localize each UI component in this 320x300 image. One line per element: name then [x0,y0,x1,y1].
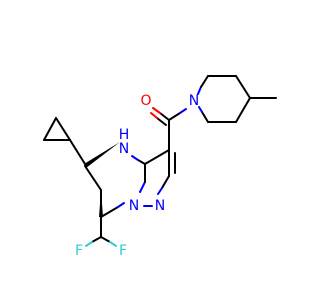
bond-pip-c3-c4 [235,75,251,99]
bond-cf2-f-left-a [91,236,102,243]
bond-carbonyl-o-b [156,117,167,126]
bond-carbonyl-n-pip [168,112,181,121]
bond-cyclopropyl-3 [55,117,71,141]
bond-n-pip-carbonyl [179,108,187,114]
bond-n-pz-c2 [157,187,163,195]
atom-oxygen: O [140,93,151,109]
bond-n-pip-c2 [197,86,202,95]
bond-pip-c6 [201,111,209,123]
atom-ring-nh-hydrogen: H [119,127,130,143]
bond-c7-n-bridge [100,206,119,218]
bond-cyclopropyl-2 [43,117,57,141]
molecule-canvas: O N H N N N F F [43,75,277,259]
stereo-wedge-c5 [84,142,120,168]
bond-cf2-f-left-b [85,241,93,247]
bond-o-carbonyl-a [152,107,161,114]
atom-pyrazole-nitrogen: N [155,198,165,214]
atom-bridgehead-nitrogen: N [129,198,139,214]
molecule-structure: O N H N N N F F [43,75,277,259]
bond-c3a-c3 [144,149,170,165]
bond-nh-c3a [131,155,139,161]
bond-c5-c6 [84,165,102,191]
bond-pip-c2 [200,75,209,88]
bond-cf2-f-right-a [100,236,111,243]
bond-cf2-f-right-b [109,241,117,247]
atom-fluorine-left: F [75,243,83,259]
bond-cyclopropyl-to-c5 [69,139,86,165]
bond-bridge-c3a [139,181,146,193]
bond-n-pip-c6 [198,106,203,113]
atom-fluorine-right: F [119,243,127,259]
atom-piperidine-nitrogen: N [189,93,199,109]
bond-carbonyl-o-a [159,112,170,121]
bond-n-bridge-c7 [117,202,125,208]
bond-pip-c4-c5 [235,97,251,123]
bond-c3a-nh [137,159,146,165]
bond-c2-n-pz [161,175,170,189]
atom-ring-nh: N [119,141,129,157]
bond-o-carbonyl-b [150,112,158,119]
